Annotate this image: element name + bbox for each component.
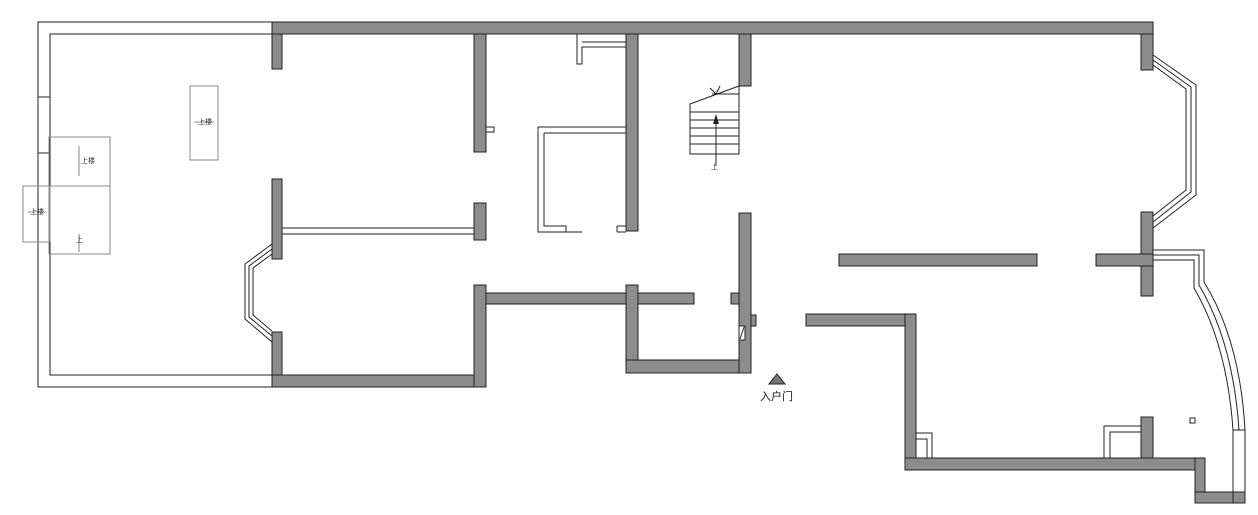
terrace-outline (37, 21, 272, 388)
terrace-fixtures (22, 85, 219, 255)
walls (271, 21, 1246, 504)
stair-mark-2: 上楼 (81, 156, 95, 165)
bay-windows (244, 54, 1246, 493)
staircase (689, 85, 740, 165)
stair-mark-3: 上楼 (30, 207, 44, 216)
stair-mark-4: 上 (76, 235, 83, 244)
thin-partitions (281, 34, 1196, 458)
entrance-marker (767, 373, 787, 385)
stair-mark-1: 上楼 (198, 117, 212, 126)
stair-up-label: 上 (711, 162, 718, 171)
entrance-label: 入户门 (760, 389, 793, 403)
